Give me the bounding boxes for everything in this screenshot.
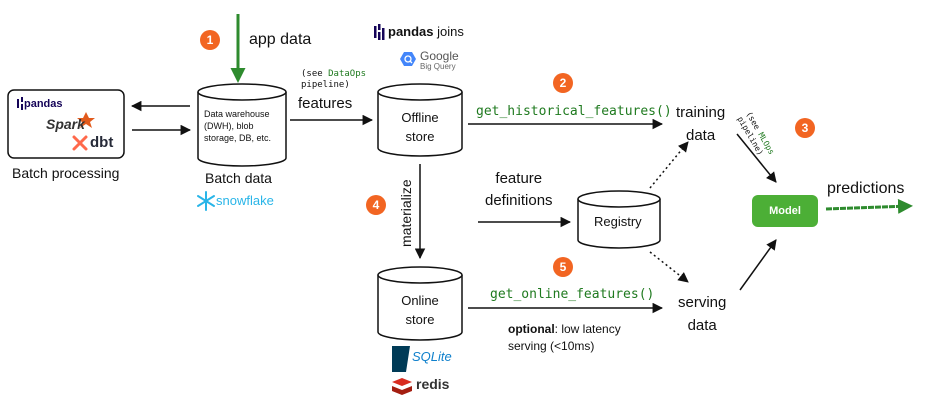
optional-rest: : low latency bbox=[554, 322, 621, 336]
pandas-logo-text: pandas bbox=[24, 98, 63, 110]
registry-label: Registry bbox=[594, 214, 642, 229]
materialize-label: materialize bbox=[398, 179, 414, 247]
get-online-features-label: get_online_features() bbox=[490, 287, 655, 302]
badge-2: 2 bbox=[553, 73, 573, 93]
predictions-arrow bbox=[825, 198, 913, 214]
dotted-registry-to-training bbox=[649, 141, 689, 189]
see-dataops-prefix: (see bbox=[301, 69, 323, 79]
arrow-training-to-model bbox=[736, 133, 777, 183]
feature-definitions-label: feature definitions bbox=[485, 168, 553, 212]
see-dataops-note: (see DataOps pipeline) bbox=[301, 69, 366, 91]
serving-line-1: serving bbox=[678, 294, 727, 311]
pandas-icon bbox=[17, 97, 23, 110]
training-data-label: training data bbox=[676, 101, 725, 147]
optional-bold: optional bbox=[508, 322, 555, 336]
training-line-2: data bbox=[686, 127, 716, 144]
batch-processing-label: Batch processing bbox=[12, 165, 120, 181]
offline-store-cylinder bbox=[377, 83, 463, 157]
snowflake-icon bbox=[197, 191, 215, 211]
warehouse-cylinder bbox=[197, 83, 287, 167]
spark-logo-text: Spark bbox=[46, 116, 85, 132]
google-logo-text: Google bbox=[420, 49, 459, 63]
optional-line-2: serving (<10ms) bbox=[508, 339, 595, 353]
online-store-label: Online store bbox=[400, 291, 440, 329]
features-label: features bbox=[298, 95, 353, 112]
bigquery-logo-text: Big Query bbox=[420, 62, 456, 71]
registry-cylinder bbox=[577, 190, 661, 249]
online-line-2: store bbox=[405, 312, 435, 327]
badge-1: 1 bbox=[200, 30, 220, 50]
batch-processing-box bbox=[7, 89, 125, 159]
online-store-cylinder bbox=[377, 266, 463, 341]
offline-store-label: Offline store bbox=[400, 108, 440, 146]
sqlite-icon bbox=[392, 346, 410, 372]
pandas-top-logo-text: pandas bbox=[388, 24, 434, 39]
app-data-label: app data bbox=[249, 31, 312, 48]
training-line-1: training bbox=[676, 104, 726, 121]
warehouse-line-2: (DWH), blob bbox=[204, 121, 254, 131]
dotted-registry-to-serving bbox=[649, 251, 689, 283]
sqlite-logo-text: SQLite bbox=[412, 349, 452, 364]
bigquery-icon bbox=[400, 52, 416, 66]
feature-definitions-line-2: definitions bbox=[485, 192, 553, 209]
warehouse-line-1: Data warehouse bbox=[204, 109, 270, 119]
predictions-label: predictions bbox=[827, 180, 905, 197]
redis-logo-text: redis bbox=[416, 376, 450, 392]
snowflake-logo-text: snowflake bbox=[216, 193, 274, 208]
offline-line-1: Offline bbox=[401, 110, 439, 125]
dbt-logo-text: dbt bbox=[90, 134, 114, 151]
badge-5: 5 bbox=[553, 257, 573, 277]
redis-icon bbox=[392, 378, 412, 395]
dataops-link: DataOps bbox=[328, 69, 367, 79]
dbt-icon bbox=[72, 135, 88, 151]
badge-4: 4 bbox=[366, 195, 386, 215]
badge-3: 3 bbox=[795, 118, 815, 138]
arrow-serving-to-model bbox=[739, 239, 777, 291]
online-line-1: Online bbox=[401, 293, 439, 308]
spark-icon bbox=[77, 112, 95, 128]
feature-definitions-line-1: feature bbox=[495, 170, 543, 187]
serving-line-2: data bbox=[687, 317, 717, 334]
batch-data-label: Batch data bbox=[205, 170, 272, 186]
offline-line-2: store bbox=[405, 129, 435, 144]
pandas-top-icon bbox=[374, 24, 385, 40]
see-dataops-suffix: pipeline) bbox=[301, 80, 350, 90]
model-box: Model bbox=[752, 195, 818, 227]
get-historical-features-label: get_historical_features() bbox=[476, 104, 672, 119]
optional-note: optional: low latency serving (<10ms) bbox=[508, 321, 621, 355]
pandas-joins-label: pandas joins bbox=[388, 24, 464, 39]
joins-text: joins bbox=[437, 24, 464, 39]
warehouse-line-3: storage, DB, etc. bbox=[204, 133, 272, 143]
serving-data-label: serving data bbox=[678, 291, 726, 337]
warehouse-label: Data warehouse (DWH), blob storage, DB, … bbox=[204, 108, 271, 144]
